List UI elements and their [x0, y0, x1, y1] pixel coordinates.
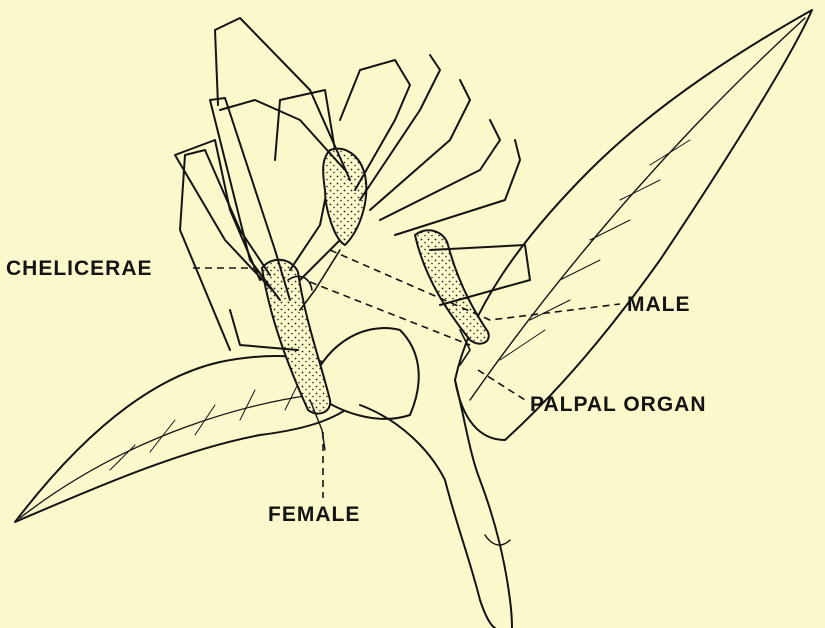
- palpal-organ-label: PALPAL ORGAN: [530, 394, 707, 415]
- female-label: FEMALE: [268, 504, 360, 525]
- right-leaf: [455, 10, 812, 440]
- chelicerae-label: CHELICERAE: [6, 258, 153, 279]
- male-label: MALE: [627, 294, 691, 315]
